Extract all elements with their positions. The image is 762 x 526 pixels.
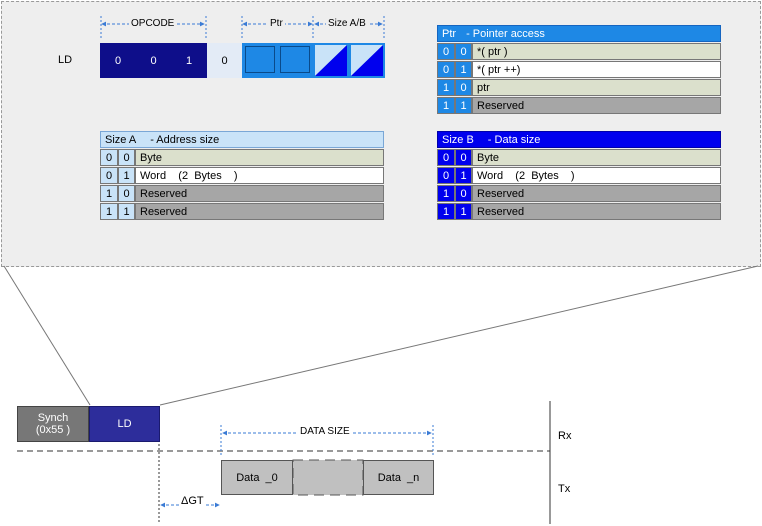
synch-label: Synch [37,412,69,424]
ptr-row-3-b0: 1 [455,97,472,114]
data-first-frame: Data _0 [221,460,293,495]
ld-frame: LD [89,406,160,442]
ptr-bit-0 [280,46,310,73]
size-b-row-2-b1: 1 [437,185,455,202]
synch-value: (0x55 ) [35,424,71,436]
ptr-row-3-desc: Reserved [472,97,721,114]
ptr-table-header-code: Ptr [442,27,457,40]
size-a-row-2-b0: 0 [118,185,135,202]
ptr-table-header: Ptr - Pointer access [437,25,721,42]
ptr-bit-1 [245,46,275,73]
ptr-row-0-b1: 0 [437,43,455,60]
ptr-row-2-desc: ptr [472,79,721,96]
size-b-row-3-b1: 1 [437,203,455,220]
ptr-row-1-b1: 0 [437,61,455,78]
size-a-row-1-b1: 0 [100,167,118,184]
size-b-row-0-b1: 0 [437,149,455,166]
size-a-table-header: Size A - Address size [100,131,384,148]
size-b-row-0-desc: Byte [472,149,721,166]
size-a-table: Size A - Address size 0 0 Byte 0 1 Word … [100,131,384,220]
size-a-table-header-code: Size A [105,133,137,146]
ptr-bits [242,43,313,78]
instruction-bit-fields: 0 0 1 0 [100,43,385,78]
data-last-frame: Data _n [363,460,434,495]
opcode-bit-2: 1 [171,43,207,78]
ptr-row-3-b1: 1 [437,97,455,114]
size-b-row-2-desc: Reserved [472,185,721,202]
opcode-bit-3: 0 [207,43,242,78]
synch-frame: Synch (0x55 ) [17,406,89,442]
size-a-row-3-desc: Reserved [135,203,384,220]
size-a-row-3-b0: 1 [118,203,135,220]
delta-gt-label: ΔGT [179,495,206,507]
ptr-row-0-desc: *( ptr ) [472,43,721,60]
opcode-bit-0: 0 [100,43,136,78]
size-a-table-header-desc: - Address size [150,133,220,146]
size-b-table-header-code: Size B [442,133,474,146]
size-b-table: Size B - Data size 0 0 Byte 0 1 Word (2 … [437,131,721,220]
size-field-label: Size A/B [326,18,368,29]
instruction-name-label: LD [58,54,73,66]
ptr-table-header-desc: - Pointer access [466,27,545,40]
opcode-field-label: OPCODE [129,18,177,29]
ptr-field-label: Ptr [268,18,285,29]
ptr-row-2-b0: 0 [455,79,472,96]
rx-label: Rx [558,430,572,442]
size-a-row-2-b1: 1 [100,185,118,202]
tx-label: Tx [558,483,571,495]
size-b-row-0-b0: 0 [455,149,472,166]
size-b-table-header-desc: - Data size [487,133,541,146]
size-a-row-1-b0: 1 [118,167,135,184]
size-b-row-3-desc: Reserved [472,203,721,220]
ptr-row-1-b0: 1 [455,61,472,78]
size-b-row-1-b0: 1 [455,167,472,184]
ptr-row-1-desc: *( ptr ++) [472,61,721,78]
size-a-row-0-b1: 0 [100,149,118,166]
size-b-row-2-b0: 0 [455,185,472,202]
ptr-table: Ptr - Pointer access 0 0 *( ptr ) 0 1 *(… [437,25,721,114]
size-ab-bits [313,43,385,78]
ptr-row-2-b1: 1 [437,79,455,96]
opcode-bit-1: 0 [136,43,171,78]
data-size-label: DATA SIZE [297,426,353,437]
size-b-table-header: Size B - Data size [437,131,721,148]
size-a-row-0-desc: Byte [135,149,384,166]
size-b-row-1-desc: Word (2 Bytes ) [472,167,721,184]
size-a-row-1-desc: Word (2 Bytes ) [135,167,384,184]
ptr-row-0-b0: 0 [455,43,472,60]
size-a-row-2-desc: Reserved [135,185,384,202]
size-b-row-1-b1: 0 [437,167,455,184]
size-b-row-3-b0: 1 [455,203,472,220]
size-a-row-0-b0: 0 [118,149,135,166]
size-a-row-3-b1: 1 [100,203,118,220]
